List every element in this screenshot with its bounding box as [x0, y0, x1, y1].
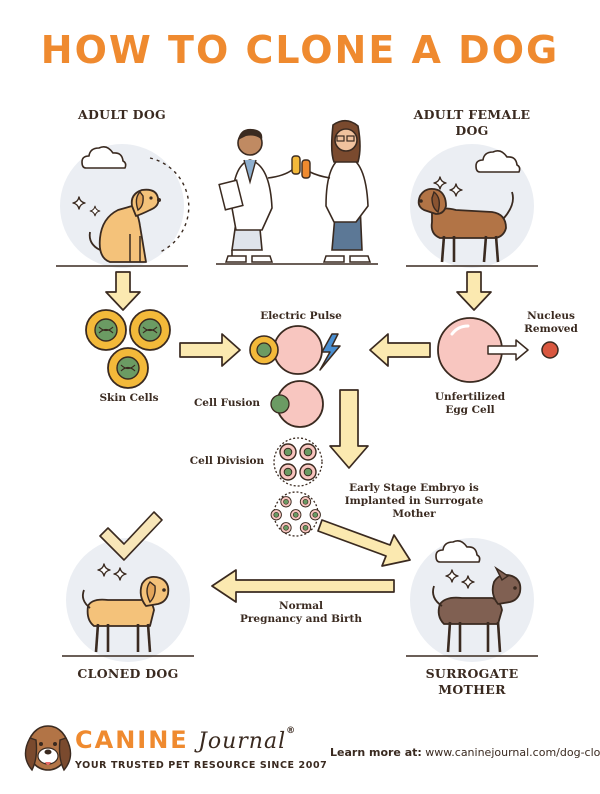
egg-cell	[437, 317, 559, 383]
surrogate-mother-illustration	[406, 538, 538, 662]
brand-canine: CANINE	[75, 726, 189, 754]
brand-wordmark: CANINE Journal®	[75, 726, 335, 754]
label-nucleus-removed: Nucleus Removed	[524, 310, 578, 336]
learn-more-link[interactable]: www.caninejournal.com/dog-cloning/	[425, 746, 600, 759]
label-pregnancy-birth: Normal Pregnancy and Birth	[240, 600, 362, 626]
page-title: HOW TO CLONE A DOG	[40, 28, 560, 72]
flow-arrows	[105, 271, 492, 603]
label-surrogate-mother: SURROGATE MOTHER	[425, 666, 519, 697]
label-embryo-implanted: Early Stage Embryo is Implanted in Surro…	[344, 482, 484, 521]
label-adult-female-dog: ADULT FEMALE DOG	[413, 107, 531, 138]
learn-more-prefix: Learn more at:	[330, 746, 422, 759]
learn-more: Learn more at: www.caninejournal.com/dog…	[330, 746, 600, 759]
brand-tagline: YOUR TRUSTED PET RESOURCE SINCE 2007	[75, 760, 328, 771]
embryo	[270, 491, 321, 537]
label-adult-dog: ADULT DOG	[78, 107, 166, 122]
label-cell-fusion: Cell Fusion	[193, 397, 261, 409]
scientists-illustration	[216, 119, 378, 265]
adult-female-dog-illustration	[406, 144, 538, 268]
electric-pulse-cells	[249, 325, 341, 375]
registered-mark: ®	[286, 726, 297, 736]
cloned-dog-illustration	[62, 511, 194, 662]
label-electric-pulse: Electric Pulse	[260, 310, 342, 322]
label-cloned-dog: CLONED DOG	[77, 666, 179, 681]
canine-journal-logo	[24, 725, 72, 772]
cell-fusion	[270, 380, 324, 428]
label-cell-division: Cell Division	[189, 455, 265, 467]
label-unfertilized-egg: Unfertilized Egg Cell	[434, 391, 506, 417]
skin-cells	[85, 309, 171, 389]
brand-journal: Journal	[198, 729, 287, 754]
adult-dog-illustration	[56, 144, 190, 268]
label-skin-cells: Skin Cells	[99, 392, 159, 404]
cell-division	[273, 437, 323, 487]
